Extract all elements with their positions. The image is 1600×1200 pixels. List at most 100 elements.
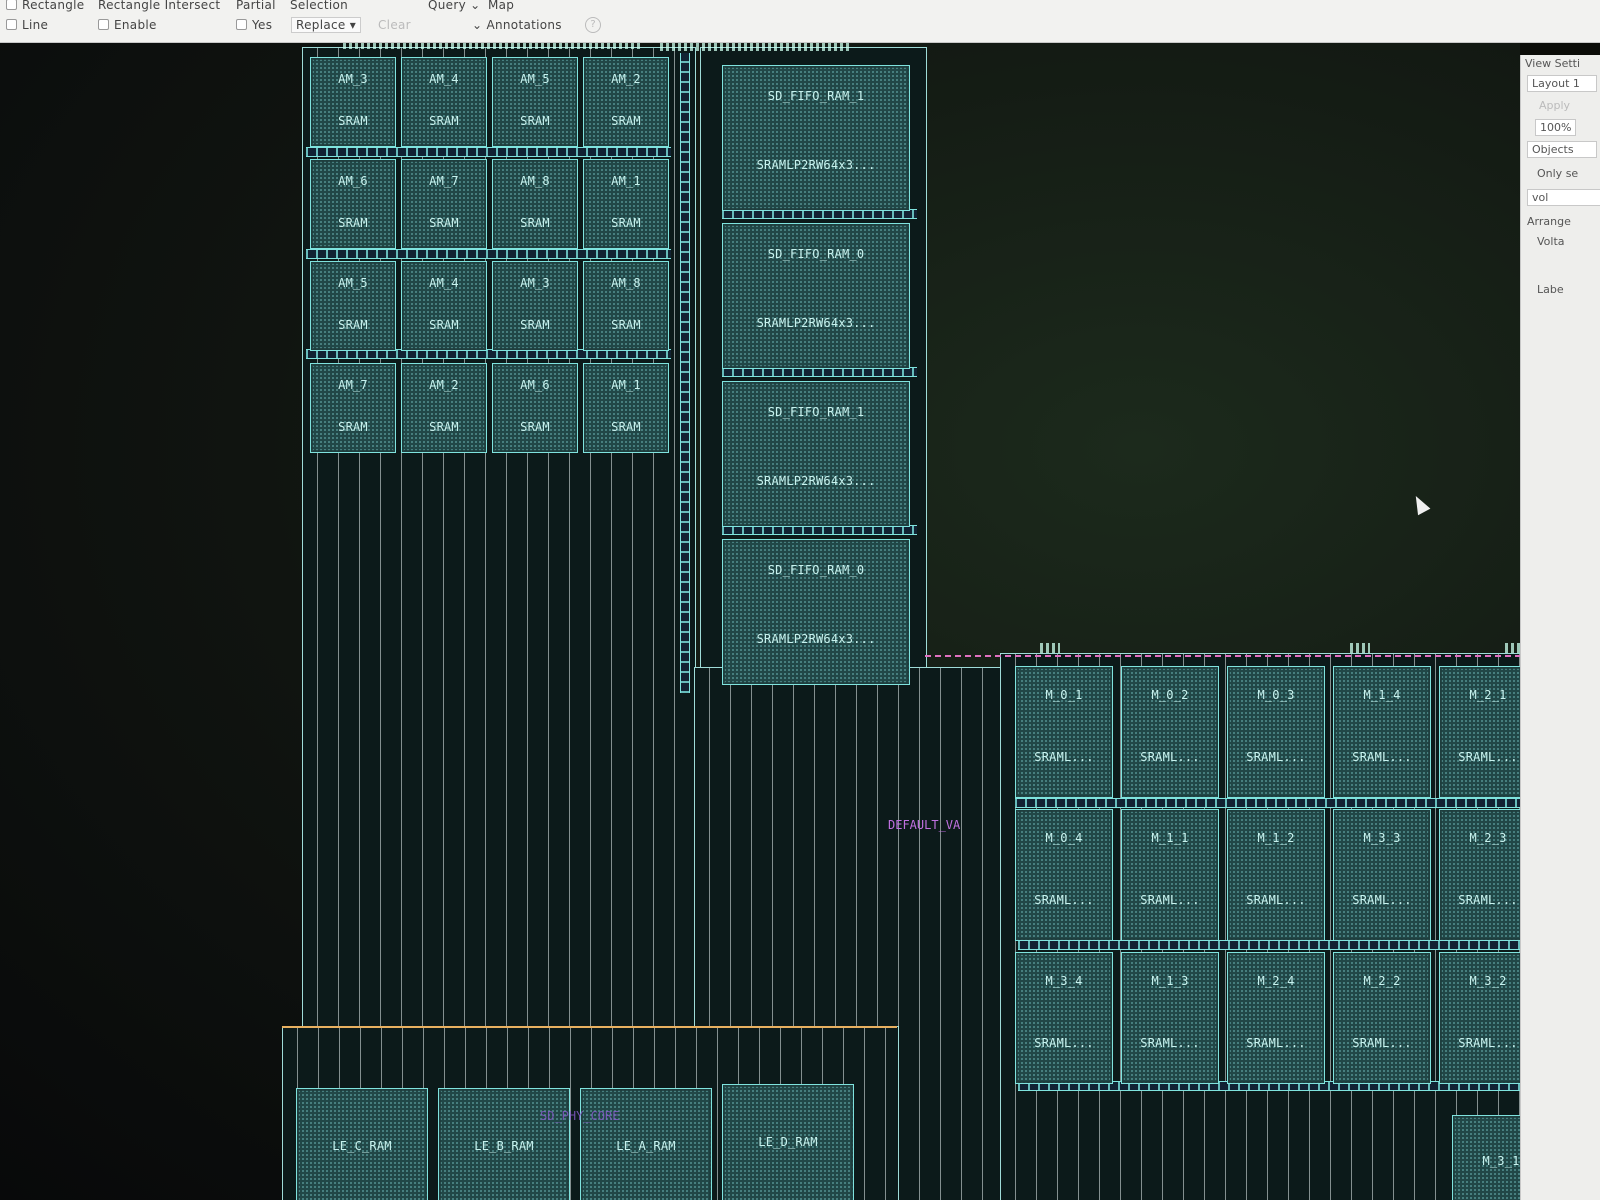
rectangle-option[interactable]: Rectangle: [6, 0, 84, 12]
zoom-select[interactable]: 100%: [1535, 119, 1577, 136]
macro-cell[interactable]: LE_B_RAM: [438, 1088, 570, 1200]
selection-mode-dropdown[interactable]: Replace ▾: [291, 17, 362, 33]
layout-select[interactable]: Layout 1: [1527, 75, 1597, 92]
macro-cell-label: SRAML...: [1140, 1036, 1200, 1051]
query-menu[interactable]: Query ⌄: [428, 0, 481, 12]
view-settings-header[interactable]: View Setti: [1525, 57, 1581, 70]
clear-button[interactable]: Clear: [378, 18, 411, 32]
macro-cell[interactable]: LE_C_RAM: [296, 1088, 428, 1200]
macro-cell-label: SRAM: [520, 114, 550, 129]
macro-cell[interactable]: M_3_1: [1452, 1115, 1520, 1200]
macro-cell[interactable]: LE_D_RAM: [722, 1084, 854, 1200]
macro-cell-label: SRAML...: [1034, 1036, 1094, 1051]
partial-yes-checkbox[interactable]: Yes: [236, 18, 272, 32]
macro-instance-label: AM_7: [429, 174, 459, 189]
labels-tree-item[interactable]: Labe: [1537, 283, 1564, 296]
objects-tab[interactable]: Objects: [1527, 141, 1597, 158]
macro-cell[interactable]: LE_A_RAM: [580, 1088, 712, 1200]
macro-instance-label: AM_6: [520, 378, 550, 393]
macro-cell-label: SRAM: [611, 114, 641, 129]
macro-instance-label: AM_5: [338, 276, 368, 291]
apply-button[interactable]: Apply: [1539, 99, 1571, 112]
macro-cell-label: SRAM: [611, 318, 641, 333]
macro-instance-label: LE_C_RAM: [332, 1139, 392, 1154]
macro-instance-label: AM_4: [429, 72, 459, 87]
arrange-label: Arrange: [1527, 215, 1571, 228]
rectangle-intersect-option[interactable]: Rectangle Intersect: [98, 0, 221, 12]
macro-cell-label: SRAML...: [1246, 1036, 1306, 1051]
macro-cell-label: SRAMLP2RW64x3...: [756, 316, 876, 331]
annotations-toggle[interactable]: ⌄ Annotations: [472, 18, 562, 32]
view-settings-panel: View Setti Layout 1 Apply 100% Objects O…: [1520, 55, 1600, 1200]
macro-cell-label: SRAM: [338, 114, 368, 129]
macro-cell-label: SRAML...: [1458, 750, 1518, 765]
object-filter-input[interactable]: vol: [1527, 189, 1600, 206]
macro-instance-label: M_0_4: [1045, 830, 1083, 845]
macro-cell-label: SRAM: [520, 420, 550, 435]
macro-instance-label: LE_A_RAM: [616, 1139, 676, 1154]
only-selected-checkbox[interactable]: Only se: [1537, 167, 1579, 180]
macro-instance-label: SD_FIFO_RAM_0: [767, 563, 865, 578]
macro-instance-label: M_3_4: [1045, 973, 1083, 988]
macro-instance-label: AM_3: [520, 276, 550, 291]
macro-instance-label: M_1_1: [1151, 830, 1189, 845]
pin-row: [1350, 643, 1370, 653]
voltage-tree-item[interactable]: Volta: [1537, 235, 1565, 248]
pin-row: [1505, 643, 1520, 653]
macro-cell-label: SRAML...: [1140, 750, 1200, 765]
line-option[interactable]: Line: [6, 18, 48, 32]
macro-cell-label: SRAM: [520, 318, 550, 333]
macro-cell-label: SRAM: [520, 216, 550, 231]
help-icon[interactable]: ?: [585, 17, 601, 33]
macro-instance-label: AM_3: [338, 72, 368, 87]
enable-checkbox[interactable]: Enable: [98, 18, 157, 32]
macro-instance-label: AM_4: [429, 276, 459, 291]
macro-instance-label: AM_2: [611, 72, 641, 87]
macro-cell-label: SRAML...: [1352, 750, 1412, 765]
macro-cell-label: SRAMLP2RW64x3...: [756, 474, 876, 489]
power-strap: [306, 249, 671, 259]
macro-instance-label: M_3_1: [1482, 1153, 1520, 1168]
macro-instance-label: M_0_3: [1257, 687, 1295, 702]
map-menu[interactable]: Map: [488, 0, 515, 12]
chevron-down-icon: ⌄: [470, 0, 481, 12]
macro-cell-label: SRAM: [338, 420, 368, 435]
macro-instance-label: AM_2: [429, 378, 459, 393]
